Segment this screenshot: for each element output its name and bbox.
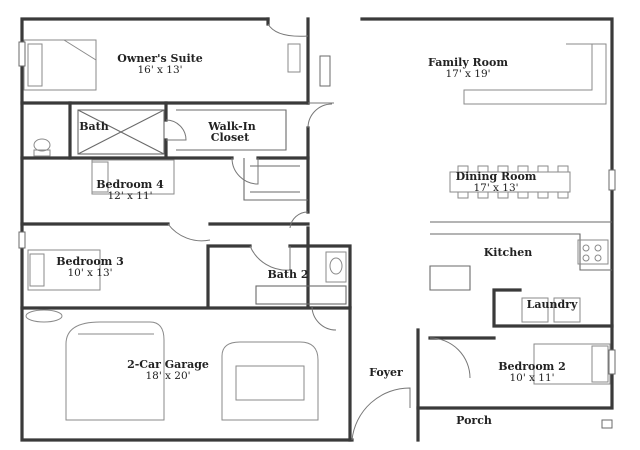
room-dims-dining-room: 17' x 13' [473,182,518,194]
doors [165,23,471,441]
room-dims-garage: 18' x 20' [145,370,190,382]
dining-table [449,171,571,193]
car [221,341,319,421]
room-dims-bedroom-4: 12' x 11' [107,190,152,202]
room-label-foyer: Foyer [369,366,403,379]
room-labels: Owner's Suite 16' x 13' Family Room 17' … [56,52,578,427]
walls [20,17,614,442]
interior-details [33,109,612,323]
exterior-wall-east [360,17,614,410]
bed [27,249,101,291]
room-dims-owners-suite: 16' x 13' [137,64,182,76]
room-label-bath-2: Bath 2 [268,268,309,281]
room-label-bedroom-4: Bedroom 4 [96,178,164,191]
room-label-walk-in-closet-line2: Closet [211,131,250,144]
room-label-bedroom-3: Bedroom 3 [56,255,124,268]
windows [18,41,616,429]
room-label-kitchen: Kitchen [484,246,533,259]
room-dims-bedroom-3: 10' x 13' [67,267,112,279]
room-label-walk-in-closet-line1: Walk-In [207,120,256,133]
room-label-dining-room: Dining Room [456,170,537,183]
room-label-bedroom-2: Bedroom 2 [498,360,566,373]
room-dims-bedroom-2: 10' x 11' [509,372,554,384]
room-label-laundry: Laundry [527,298,578,311]
room-label-garage: 2-Car Garage [127,358,209,371]
room-label-porch: Porch [456,414,492,427]
room-label-family-room: Family Room [428,56,508,69]
bed [23,39,97,91]
room-dims-family-room: 17' x 19' [445,68,490,80]
furniture [23,39,611,421]
car [65,321,165,421]
room-label-bath: Bath [79,120,109,133]
room-label-owners-suite: Owner's Suite [117,52,202,65]
